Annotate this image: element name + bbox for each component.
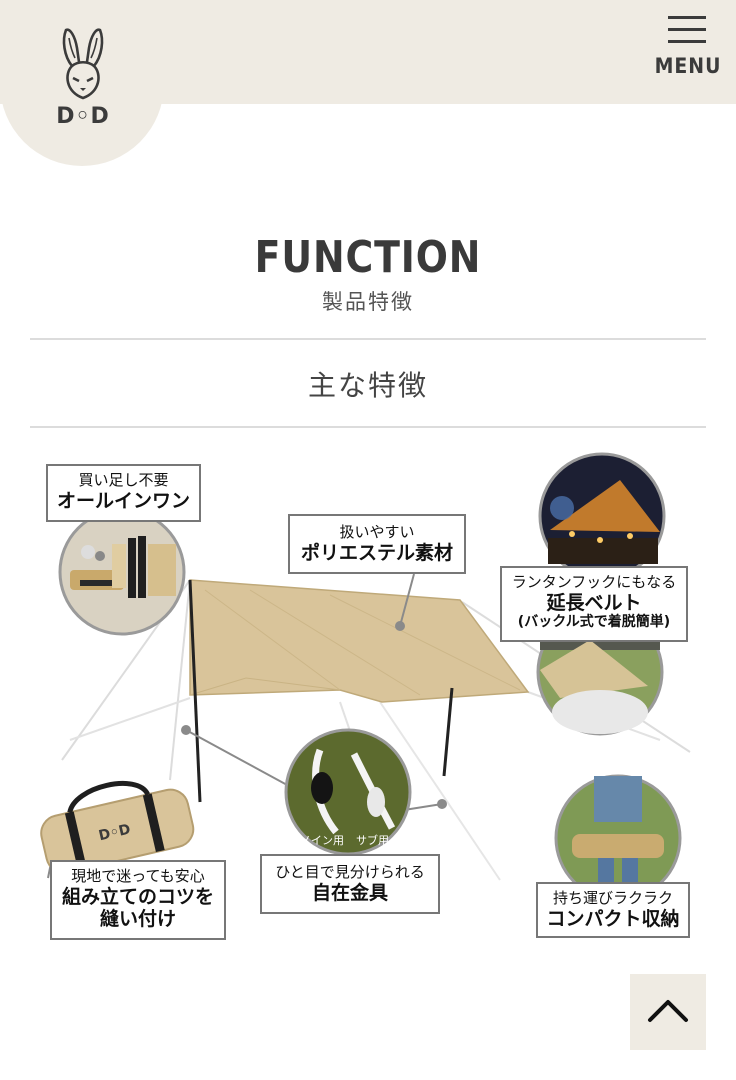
feature-sewn-instructions: 現地で迷っても安心 組み立てのコツを 縫い付け <box>50 860 226 940</box>
photo-label-main: メイン用 <box>300 834 344 847</box>
feature-all-in-one: 買い足し不要 オールインワン <box>46 464 201 522</box>
bag-logo: D◦D <box>97 821 132 844</box>
feature-polyester: 扱いやすい ポリエステル素材 <box>288 514 466 574</box>
divider <box>30 338 706 340</box>
menu-button[interactable]: MENU <box>652 14 724 80</box>
rabbit-logo-icon <box>62 28 104 100</box>
feature-compact-storage: 持ち運びラクラク コンパクト収納 <box>536 882 690 938</box>
storage-bag-icon: D◦D <box>40 781 195 874</box>
divider <box>30 426 706 428</box>
logo-text: D◦D <box>56 104 110 129</box>
features-heading: 主な特徴 <box>307 369 428 402</box>
logo[interactable]: D◦D <box>0 0 164 166</box>
menu-label: MENU <box>654 54 722 78</box>
feature-tensioner: ひと目で見分けられる 自在金具 <box>260 854 440 914</box>
feature-extension-belt: ランタンフックにもなる 延長ベルト (バックル式で着脱簡単) <box>500 566 688 642</box>
back-to-top-button[interactable] <box>630 974 706 1050</box>
feature-diagram: メイン用 サブ用 D◦D 買い足し不要 オールインワン 扱いやすい ポリエステル… <box>0 440 736 960</box>
photo-label-sub: サブ用 <box>356 833 389 847</box>
section-title: FUNCTION <box>254 232 482 283</box>
section-subtitle: 製品特徴 <box>322 290 414 314</box>
chevron-up-icon <box>648 1000 688 1022</box>
